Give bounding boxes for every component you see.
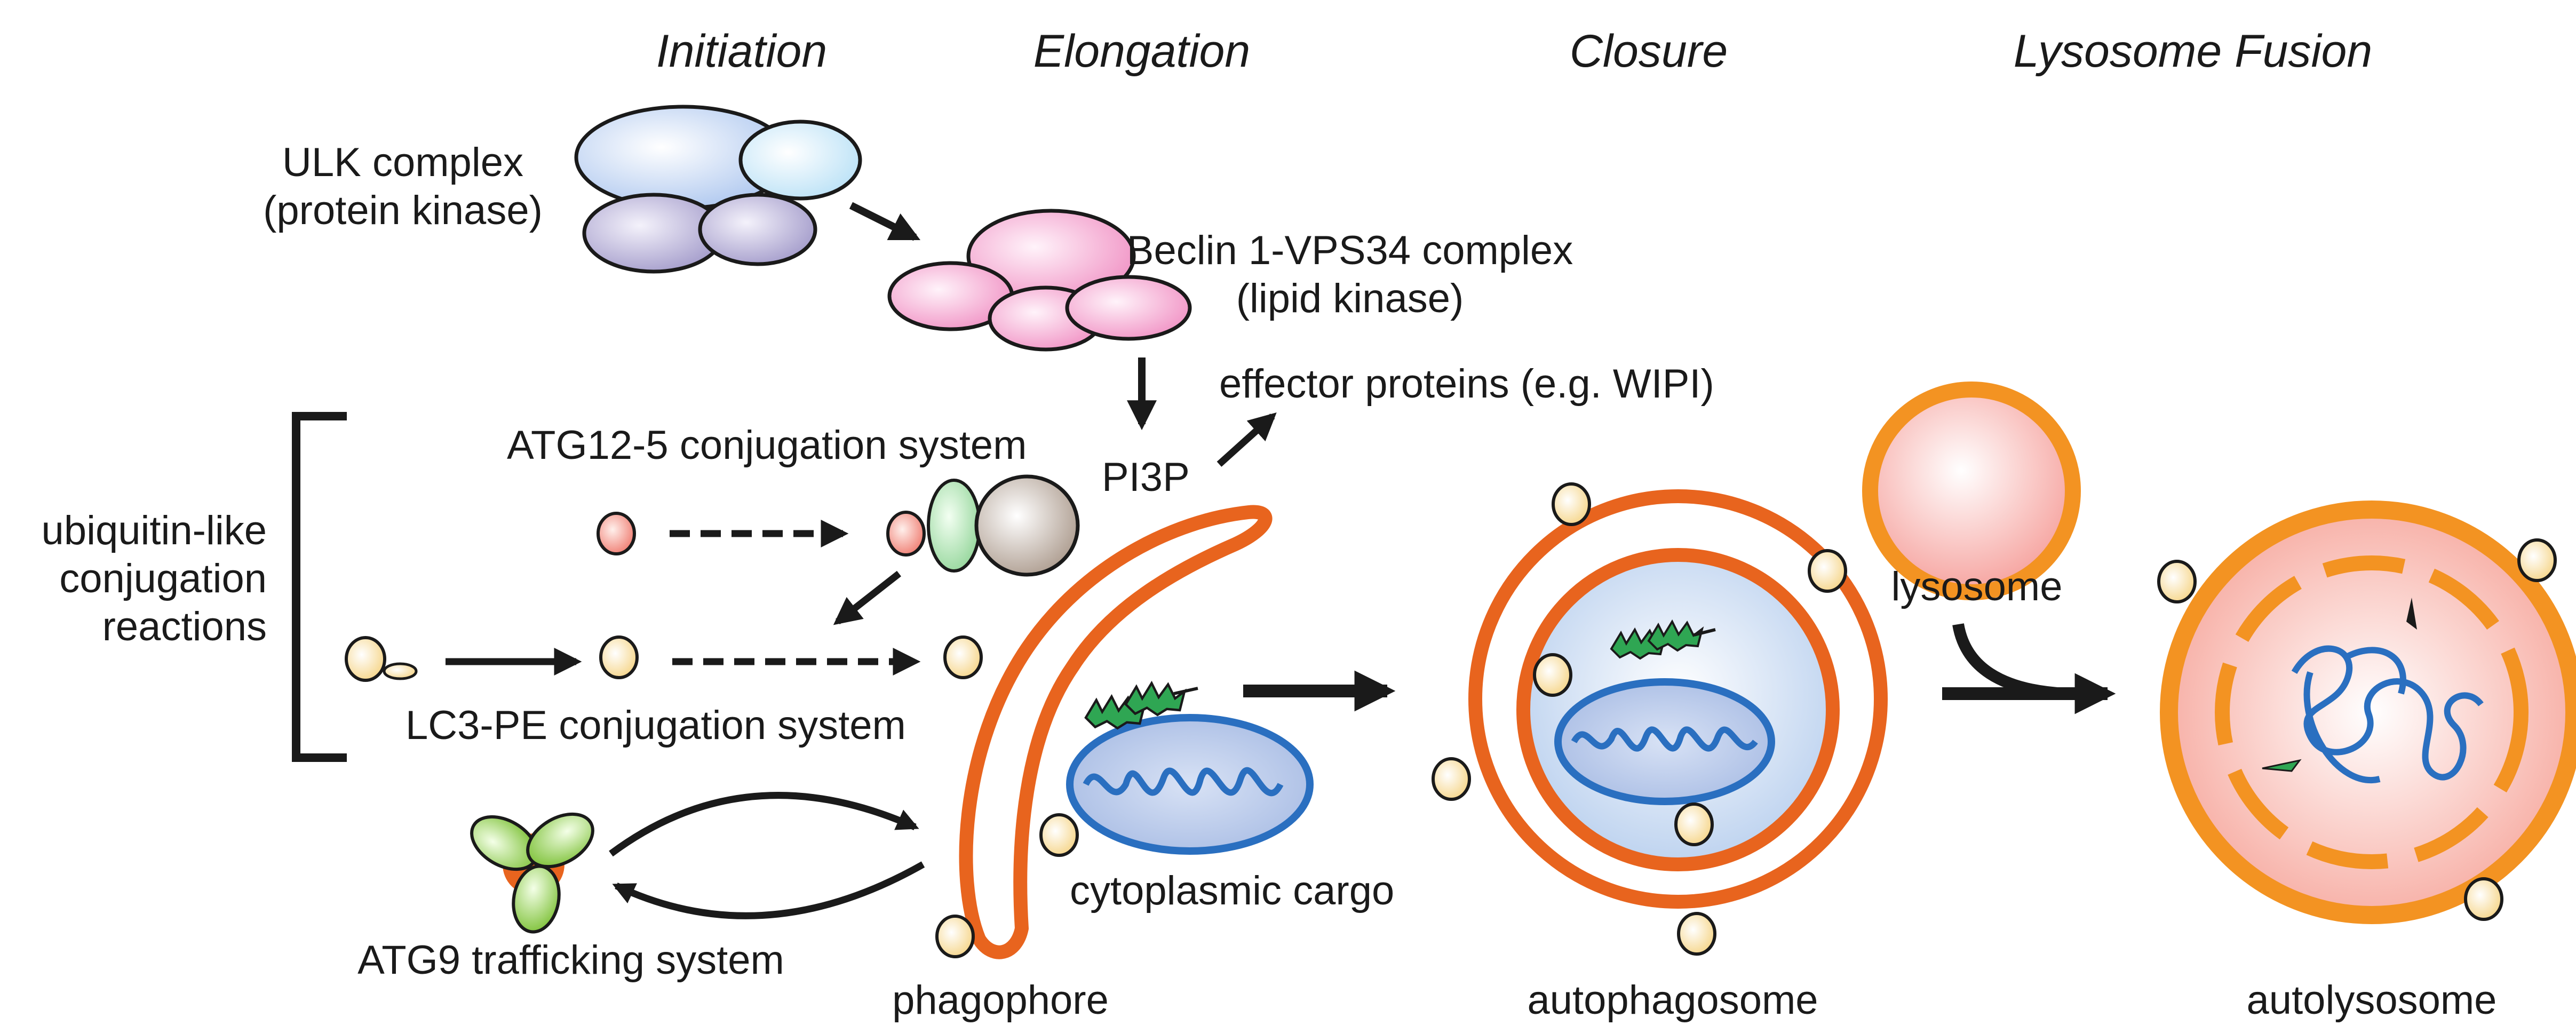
beclin-label-line1: Beclin 1-VPS34 complex	[1127, 228, 1573, 273]
autophagosome-lc3-dot	[1553, 484, 1589, 525]
autolysosome	[2160, 500, 2576, 924]
autolysosome-lc3-dot	[2466, 879, 2502, 919]
atg12-molecule	[597, 512, 636, 555]
autolysosome-label: autolysosome	[2247, 978, 2497, 1023]
lysosome-fusion-curve	[1952, 623, 2065, 700]
ubiquitin-label-line1: ubiquitin-like	[42, 508, 267, 553]
ubiquitin-label-line2: conjugation	[59, 556, 267, 601]
ulk-complex-label-line2: (protein kinase)	[263, 188, 543, 233]
beclin-vps34-complex	[887, 209, 1192, 352]
stage-elongation: Elongation	[1033, 26, 1250, 77]
autophagosome	[1468, 489, 1888, 909]
ubiquitin-label-line3: reactions	[102, 604, 267, 649]
cytoplasmic-cargo-label: cytoplasmic cargo	[1070, 868, 1394, 913]
lysosome	[1862, 382, 2081, 600]
autophagosome-lc3-dot	[1535, 655, 1571, 695]
stage-closure: Closure	[1570, 26, 1728, 77]
beclin-label-line2: (lipid kinase)	[1236, 276, 1464, 321]
phagophore-lc3-dot	[937, 916, 973, 957]
arrow-pi3p-to-effector	[1217, 412, 1277, 467]
phagophore-label: phagophore	[892, 978, 1109, 1023]
ulk-complex-label-line1: ULK complex	[282, 140, 523, 185]
autophagosome-label: autophagosome	[1527, 978, 1818, 1023]
ulk-complex	[574, 105, 862, 274]
atg9-arrow-to-phagophore	[609, 792, 919, 857]
lc3-molecule	[599, 635, 639, 679]
cytoplasmic-cargo-mitochondrion	[1066, 683, 1314, 855]
lc3-pe-molecule	[943, 635, 983, 679]
atg9-system-label: ATG9 trafficking system	[357, 937, 784, 983]
autophagosome-lc3-dot	[1679, 913, 1715, 954]
atg12-system-label: ATG12-5 conjugation system	[507, 423, 1027, 468]
lc3-system-label: LC3-PE conjugation system	[406, 703, 906, 748]
autolysosome-lc3-dot	[2519, 540, 2555, 581]
atg12-5-16-complex	[886, 474, 1080, 577]
autophagosome-lc3-dot	[1809, 551, 1846, 591]
arrow-atg12-to-lc3	[833, 570, 902, 625]
effector-proteins-label: effector proteins (e.g. WIPI)	[1219, 361, 1714, 407]
conjugation-bracket	[292, 412, 347, 762]
phagophore-membrane	[959, 505, 1273, 959]
pi3p-label: PI3P	[1102, 455, 1190, 500]
arrow-ulk-to-beclin	[849, 202, 921, 241]
atg9-vesicle	[470, 812, 594, 934]
lc3-precursor	[345, 636, 418, 682]
autophagosome-lc3-dot	[1676, 804, 1712, 845]
stage-initiation: Initiation	[656, 26, 827, 77]
lysosome-label: lysosome	[1891, 564, 2063, 609]
phagophore-lc3-dot	[1041, 815, 1077, 855]
stage-lysosome-fusion: Lysosome Fusion	[2014, 26, 2372, 77]
autophagosome-lc3-dot	[1433, 759, 1469, 799]
atg9-arrow-return	[612, 861, 925, 919]
autolysosome-lc3-dot	[2159, 561, 2195, 602]
